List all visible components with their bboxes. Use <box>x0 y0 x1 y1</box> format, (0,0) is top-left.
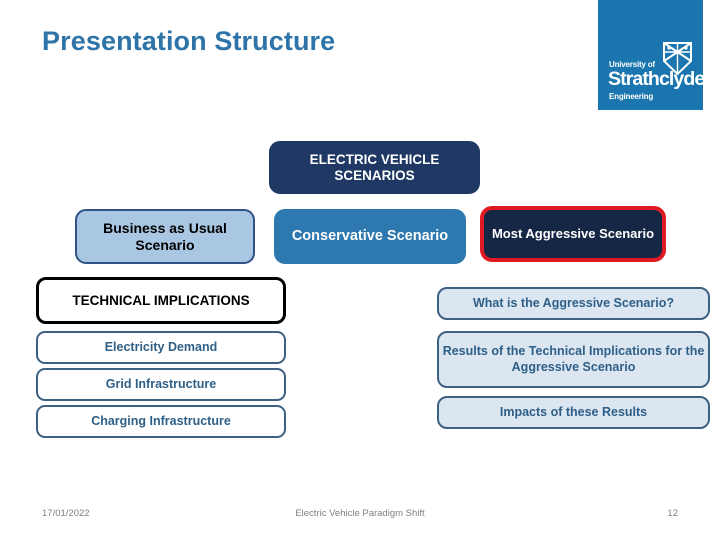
footer-date: 17/01/2022 <box>42 508 90 519</box>
node-impacts-of-these-results[interactable]: Impacts of these Results <box>437 396 710 429</box>
logo-line-engineering: Engineering <box>609 92 654 101</box>
node-most-aggressive-scenario[interactable]: Most Aggressive Scenario <box>480 206 666 262</box>
strathclyde-crest-icon <box>663 42 692 76</box>
footer-presentation-title: Electric Vehicle Paradigm Shift <box>295 508 425 519</box>
logo-line-strathclyde: Strathclyde <box>608 68 703 90</box>
logo-line-university: University of <box>609 60 655 69</box>
slide-footer: 17/01/2022 Electric Vehicle Paradigm Shi… <box>0 508 720 528</box>
node-grid-infrastructure[interactable]: Grid Infrastructure <box>36 368 286 401</box>
node-electric-vehicle-scenarios[interactable]: ELECTRIC VEHICLE SCENARIOS <box>269 141 480 194</box>
node-electricity-demand[interactable]: Electricity Demand <box>36 331 286 364</box>
node-results-of-technical-implications[interactable]: Results of the Technical Implications fo… <box>437 331 710 388</box>
node-business-as-usual-scenario[interactable]: Business as Usual Scenario <box>75 209 255 264</box>
page-title: Presentation Structure <box>42 26 336 56</box>
node-what-is-the-aggressive-scenario[interactable]: What is the Aggressive Scenario? <box>437 287 710 320</box>
node-conservative-scenario[interactable]: Conservative Scenario <box>274 209 466 264</box>
node-technical-implications[interactable]: TECHNICAL IMPLICATIONS <box>36 277 286 324</box>
node-charging-infrastructure[interactable]: Charging Infrastructure <box>36 405 286 438</box>
footer-page-number: 12 <box>667 508 678 519</box>
university-logo: University of Strathclyde Engineering <box>598 0 703 110</box>
